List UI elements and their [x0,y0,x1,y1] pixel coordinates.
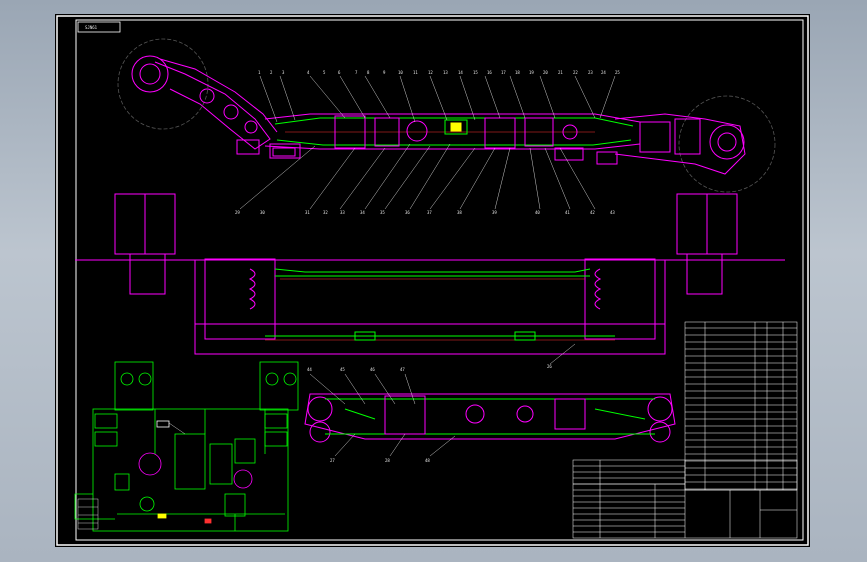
callout-5: 5 [323,70,326,75]
callout-46: 46 [370,367,375,372]
parts-list [684,321,798,491]
callout-28: 28 [385,458,390,463]
top-callouts: 1 2 3 4 5 6 7 8 9 10 11 12 13 14 15 16 1… [258,70,620,75]
bottom-callouts: 29 30 31 32 33 34 35 36 37 38 39 40 41 4… [235,210,615,215]
callout-39: 39 [492,210,497,215]
callout-42: 42 [590,210,595,215]
callout-15: 15 [473,70,478,75]
title-block [572,459,798,539]
callout-34: 34 [360,210,365,215]
inner-border [75,19,804,541]
cad-drawing: SJN61 [56,15,809,546]
callout-3: 3 [282,70,285,75]
callout-21: 21 [558,70,563,75]
code-box-text: SJN61 [85,25,98,30]
callout-8: 8 [367,70,370,75]
callout-33: 33 [340,210,345,215]
callout-43: 43 [610,210,615,215]
callout-40: 40 [535,210,540,215]
callout-25: 25 [615,70,620,75]
section-label: 26 [547,364,552,369]
callout-31: 31 [305,210,310,215]
front-view: 26 [75,193,785,369]
lower-view: 44 45 46 47 27 28 48 [304,367,676,463]
callout-45: 45 [340,367,345,372]
callout-27: 27 [330,458,335,463]
code-box: SJN61 [77,21,121,33]
callout-41: 41 [565,210,570,215]
callout-12: 12 [428,70,433,75]
callout-16: 16 [487,70,492,75]
callout-14: 14 [458,70,463,75]
callout-9: 9 [383,70,386,75]
callout-47: 47 [400,367,405,372]
callout-11: 11 [413,70,418,75]
callout-20: 20 [543,70,548,75]
callout-1: 1 [258,70,261,75]
legend-box [77,498,99,530]
callout-7: 7 [355,70,358,75]
hydraulic-schematic [74,361,299,532]
callout-36: 36 [405,210,410,215]
callout-10: 10 [398,70,403,75]
callout-32: 32 [323,210,328,215]
callout-38: 38 [457,210,462,215]
callout-29: 29 [235,210,240,215]
callout-13: 13 [443,70,448,75]
callout-17: 17 [501,70,506,75]
callout-35: 35 [380,210,385,215]
callout-37: 37 [427,210,432,215]
callout-48: 48 [425,458,430,463]
callout-23: 23 [588,70,593,75]
drawing-sheet: SJN61 [55,14,810,547]
outer-border [56,15,809,546]
callout-19: 19 [529,70,534,75]
callout-22: 22 [573,70,578,75]
callout-4: 4 [307,70,310,75]
callout-44: 44 [307,367,312,372]
top-view: 1 2 3 4 5 6 7 8 9 10 11 12 13 14 15 16 1… [117,38,776,215]
callout-2: 2 [270,70,273,75]
callout-24: 24 [601,70,606,75]
callout-6: 6 [338,70,341,75]
callout-18: 18 [515,70,520,75]
callout-30: 30 [260,210,265,215]
